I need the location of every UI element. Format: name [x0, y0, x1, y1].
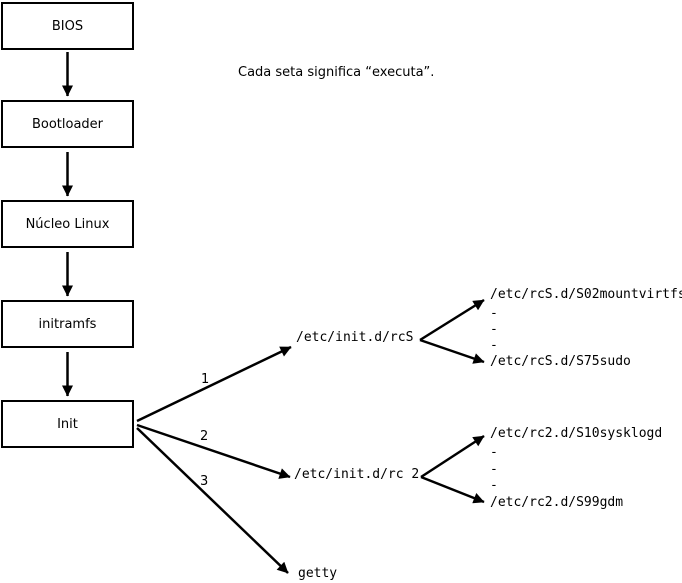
rcs-script-last: /etc/rcS.d/S75sudo: [490, 354, 631, 369]
rcs-script-first: /etc/rcS.d/S02mountvirtfs: [490, 287, 682, 302]
branch-1-target: /etc/init.d/rcS: [296, 330, 414, 345]
rcs-ellipsis-dash: -: [490, 306, 498, 321]
arrow-rc2-to-first-script: [420, 434, 485, 479]
rc2-ellipsis-dash: -: [490, 478, 498, 493]
rc2-script-last: /etc/rc2.d/S99gdm: [490, 495, 624, 510]
rc2-script-first: /etc/rc2.d/S10sysklogd: [490, 426, 663, 441]
legend-note: Cada seta significa “executa”.: [238, 65, 435, 80]
arrow-rcs-to-last-script: [419, 338, 485, 364]
box-initramfs: initramfs: [1, 300, 134, 348]
rc2-ellipsis-dash: -: [490, 462, 498, 477]
box-init-label: Init: [57, 416, 78, 432]
arrow-rc2-to-last-script: [420, 475, 485, 504]
rcs-ellipsis-dash: -: [490, 322, 498, 337]
branch-3-number: 3: [200, 474, 209, 489]
rc2-ellipsis-dash: -: [490, 445, 498, 460]
rcs-ellipsis-dash: -: [490, 338, 498, 353]
box-bootloader-label: Bootloader: [31, 116, 104, 132]
arrow-rcs-to-first-script: [419, 298, 485, 342]
branch-1-number: 1: [201, 372, 210, 387]
box-init: Init: [1, 400, 134, 448]
box-bios: BIOS: [1, 2, 134, 50]
box-initramfs-label: initramfs: [38, 316, 97, 332]
branch-2-target: /etc/init.d/rc 2: [294, 467, 420, 482]
branch-2-number: 2: [200, 429, 209, 444]
arrow-init-to-getty: [136, 427, 289, 574]
branch-3-target: getty: [298, 566, 338, 581]
arrow-init-to-rcs: [136, 345, 292, 423]
box-bios-label: BIOS: [51, 18, 84, 34]
box-bootloader: Bootloader: [1, 100, 134, 148]
box-nucleo-linux-label: Núcleo Linux: [25, 216, 110, 232]
arrow-init-to-rc2: [136, 423, 291, 479]
box-nucleo-linux: Núcleo Linux: [1, 200, 134, 248]
